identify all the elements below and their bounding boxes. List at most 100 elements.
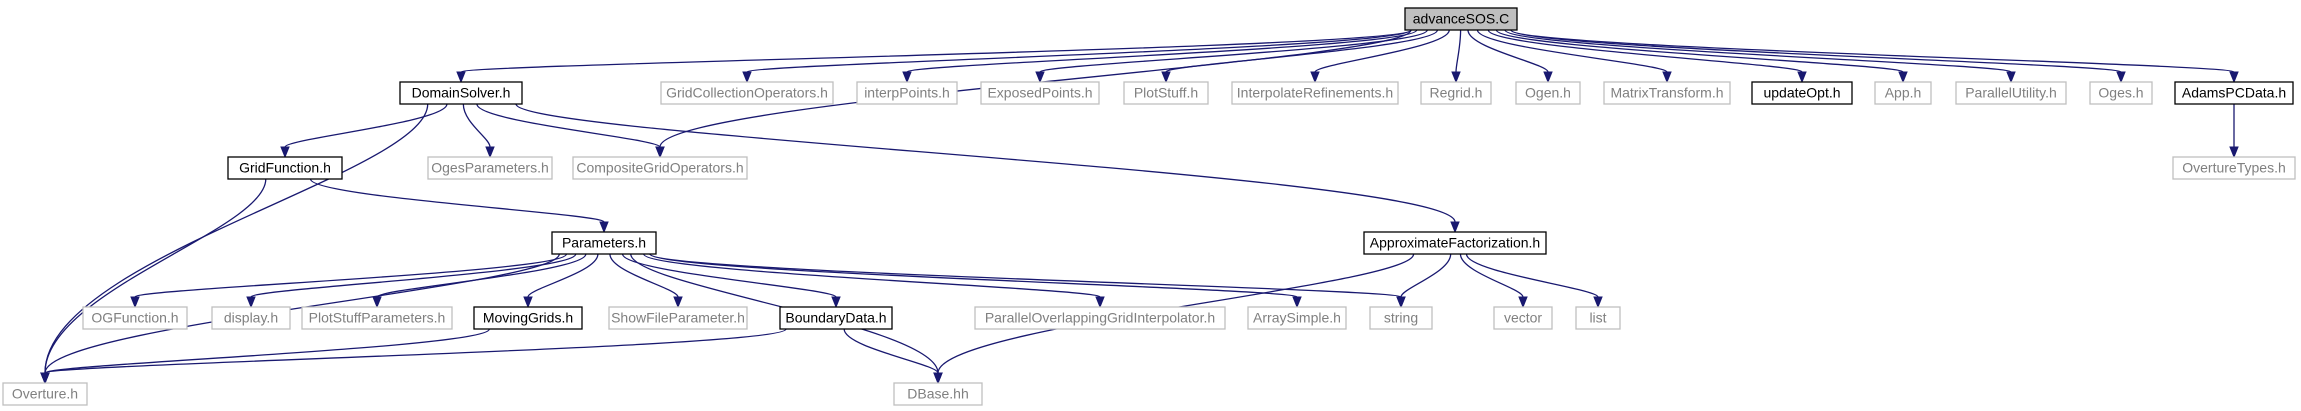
node-box	[980, 81, 1100, 105]
edge-approximatefactorization-to-string	[1400, 253, 1452, 298]
node-arraysimple: ArraySimple.h	[1247, 306, 1347, 330]
edge-parameters-to-paralleloverlappinggridinterpolator	[643, 253, 1101, 298]
node-label: Regrid.h	[1430, 85, 1483, 101]
node-label: BoundaryData.h	[785, 310, 886, 326]
edge-arrowhead	[902, 71, 912, 84]
node-ogen: Ogen.h	[1515, 81, 1581, 105]
node-domainsolver[interactable]: DomainSolver.h	[399, 81, 523, 105]
node-label: ApproximateFactorization.h	[1370, 235, 1540, 251]
edge-arrowhead	[1593, 296, 1603, 309]
node-box	[1493, 306, 1553, 330]
node-list: list	[1575, 306, 1621, 330]
node-vector: vector	[1493, 306, 1553, 330]
edge-arrowhead	[1451, 71, 1461, 84]
node-app: App.h	[1874, 81, 1932, 105]
node-parallelutility: ParallelUtility.h	[1955, 81, 2067, 105]
node-box	[1369, 306, 1433, 330]
edge-arrowhead	[456, 71, 466, 84]
edge-gridfunction-to-parameters	[309, 178, 605, 223]
node-label: OgesParameters.h	[431, 160, 549, 176]
node-label: MatrixTransform.h	[1610, 85, 1723, 101]
edge-parameters-to-arraysimple	[649, 253, 1298, 298]
node-box	[1874, 81, 1932, 105]
node-label: GridCollectionOperators.h	[666, 85, 828, 101]
node-box	[473, 306, 583, 330]
edge-parameters-to-movinggrids	[527, 253, 599, 298]
node-label: App.h	[1885, 85, 1922, 101]
node-box	[551, 231, 657, 255]
edge-arrowhead	[933, 372, 943, 385]
edge-advancesos-to-interpolaterefinements	[1314, 29, 1450, 73]
node-label: InterpolateRefinements.h	[1237, 85, 1393, 101]
edge-arrowhead	[1095, 296, 1105, 309]
node-parameters[interactable]: Parameters.h	[551, 231, 657, 255]
edge-advancesos-to-parallelutility	[1504, 29, 2012, 73]
edge-advancesos-to-app	[1495, 29, 1904, 73]
node-advancesos[interactable]: advanceSOS.C	[1404, 7, 1518, 31]
node-box	[1603, 81, 1731, 105]
edge-arrowhead	[372, 296, 382, 309]
node-label: vector	[1504, 310, 1542, 326]
node-box	[1123, 81, 1209, 105]
node-box	[1404, 7, 1518, 31]
edge-parameters-to-string	[649, 253, 1402, 298]
edge-parameters-to-display	[250, 253, 577, 298]
node-box	[2174, 81, 2294, 105]
node-movinggrids[interactable]: MovingGrids.h	[473, 306, 583, 330]
edge-arrowhead	[1518, 296, 1528, 309]
node-label: AdamsPCData.h	[2182, 85, 2286, 101]
edge-arrowhead	[523, 296, 533, 309]
edge-arrowhead	[246, 296, 256, 309]
node-label: OGFunction.h	[91, 310, 178, 326]
edge-movinggrids-to-overture	[44, 328, 491, 374]
edge-domainsolver-to-gridfunction	[284, 103, 448, 148]
node-label: Oges.h	[2098, 85, 2143, 101]
node-interppoints: interpPoints.h	[856, 81, 958, 105]
node-label: GridFunction.h	[239, 160, 331, 176]
edge-advancesos-to-ogen	[1467, 29, 1549, 73]
node-display: display.h	[211, 306, 291, 330]
node-box	[82, 306, 188, 330]
node-adamspcdata[interactable]: AdamsPCData.h	[2174, 81, 2294, 105]
edge-advancesos-to-oges	[1510, 29, 2122, 73]
node-box	[227, 156, 343, 180]
node-box	[974, 306, 1226, 330]
node-ogesparameters: OgesParameters.h	[427, 156, 553, 180]
node-box	[2, 382, 88, 406]
edge-advancesos-to-matrixtransform	[1476, 29, 1668, 73]
edge-advancesos-to-interppoints	[906, 29, 1418, 73]
node-string: string	[1369, 306, 1433, 330]
node-box	[856, 81, 958, 105]
edge-arrowhead	[831, 296, 841, 309]
edge-domainsolver-to-compositegridoperators	[476, 103, 661, 148]
node-label: ArraySimple.h	[1253, 310, 1341, 326]
node-label: ParallelOverlappingGridInterpolator.h	[985, 310, 1215, 326]
node-showfileparameter: ShowFileParameter.h	[608, 306, 748, 330]
edge-arrowhead	[1797, 71, 1807, 84]
edge-advancesos-to-exposedpoints	[1039, 29, 1428, 73]
edge-arrowhead	[1035, 71, 1045, 84]
node-box	[608, 306, 748, 330]
edge-arrowhead	[1543, 71, 1553, 84]
edge-arrowhead	[742, 71, 752, 84]
node-box	[660, 81, 834, 105]
node-approximatefactorization[interactable]: ApproximateFactorization.h	[1363, 231, 1547, 255]
edges-layer	[40, 29, 2239, 385]
node-box	[572, 156, 748, 180]
node-gridcollectionoperators: GridCollectionOperators.h	[660, 81, 834, 105]
node-compositegridoperators: CompositeGridOperators.h	[572, 156, 748, 180]
nodes-layer: advanceSOS.C DomainSolver.h GridCollection…	[2, 7, 2296, 406]
edge-domainsolver-to-overture	[44, 103, 429, 374]
node-label: updateOpt.h	[1763, 85, 1840, 101]
node-box	[1515, 81, 1581, 105]
edge-gridfunction-to-overture	[44, 178, 267, 374]
node-updateopt[interactable]: updateOpt.h	[1751, 81, 1853, 105]
node-label: ShowFileParameter.h	[611, 310, 745, 326]
edge-advancesos-to-updateopt	[1487, 29, 1803, 73]
node-label: Overture.h	[12, 386, 78, 402]
node-box	[1751, 81, 1853, 105]
node-label: MovingGrids.h	[483, 310, 573, 326]
node-label: CompositeGridOperators.h	[576, 160, 743, 176]
node-gridfunction[interactable]: GridFunction.h	[227, 156, 343, 180]
node-boundarydata[interactable]: BoundaryData.h	[779, 306, 893, 330]
